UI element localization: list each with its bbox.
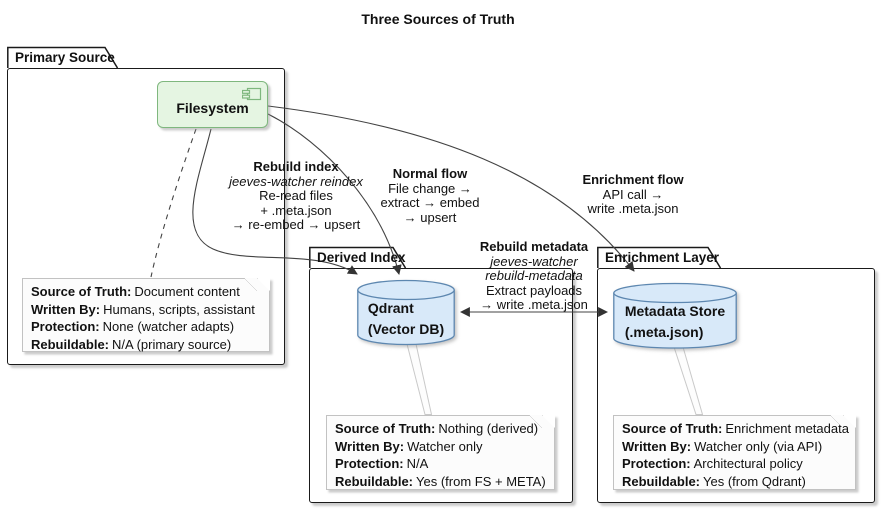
arrow-normal-flow [267, 113, 402, 275]
edge-label-normal-flow: Normal flow File change → extract → embe… [380, 166, 480, 225]
package-label-enrichment-layer: Enrichment Layer [605, 250, 720, 265]
package-tab-primary-source [7, 46, 119, 69]
edge-label-rebuild-index: Rebuild index jeeves-watcher reindex Re-… [229, 159, 363, 232]
node-filesystem: Filesystem [157, 81, 268, 128]
node-filesystem-label: Filesystem [176, 99, 249, 116]
diagram-title: Three Sources of Truth [361, 11, 515, 27]
note-connector-qdrant [406, 343, 433, 415]
note-connector-metadata [673, 346, 704, 415]
package-label-derived-index: Derived Index [317, 250, 406, 265]
note-enrichment-layer: Source of Truth:Enrichment metadata Writ… [613, 415, 856, 490]
edge-label-rebuild-metadata: Rebuild metadata jeeves-watcher rebuild-… [479, 239, 589, 312]
node-metadata-store-label: Metadata Store (.meta.json) [624, 303, 726, 340]
note-primary-source: Source of Truth:Document content Written… [22, 278, 270, 352]
arrow-rebuild-index [192, 128, 358, 275]
arrow-enrichment-flow [267, 105, 635, 272]
package-label-primary-source: Primary Source [15, 50, 115, 65]
node-qdrant-label: Qdrant (Vector DB) [367, 300, 445, 337]
edge-label-enrichment-flow: Enrichment flow API call → write .meta.j… [582, 172, 684, 216]
note-link-filesystem [150, 128, 197, 278]
node-metadata-store [613, 282, 737, 349]
package-tab-derived-index [309, 246, 407, 269]
note-derived-index: Source of Truth:Nothing (derived) Writte… [326, 415, 555, 490]
node-qdrant [357, 279, 455, 346]
component-icon [242, 87, 262, 101]
